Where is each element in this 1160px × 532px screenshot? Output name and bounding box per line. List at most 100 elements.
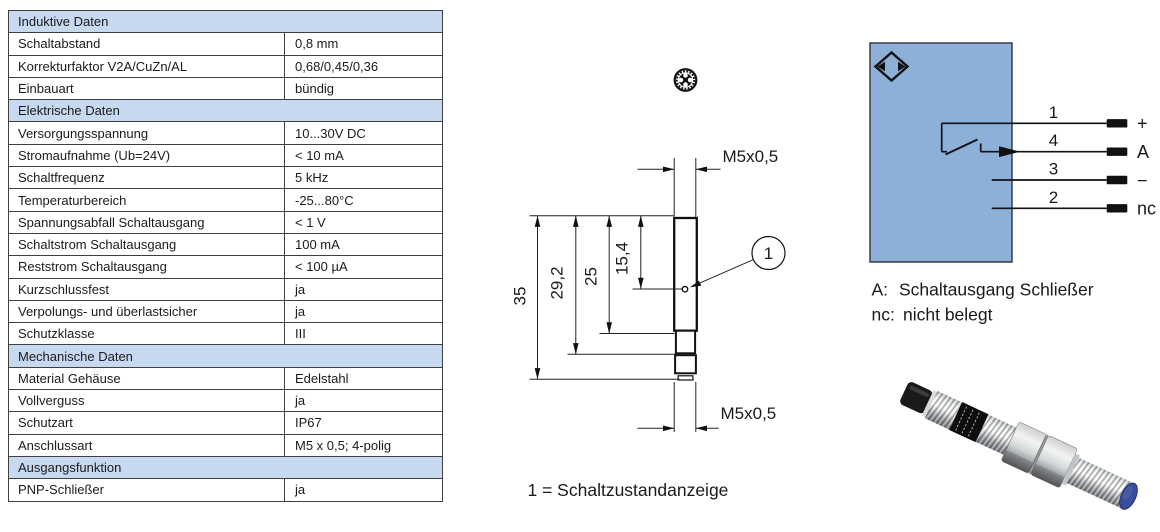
hex-nut-2 bbox=[1030, 435, 1078, 488]
spec-label-cell: Versorgungsspannung bbox=[8, 121, 285, 145]
pin-number-4: 4 bbox=[1049, 131, 1058, 150]
hex-nut-1 bbox=[1001, 422, 1046, 473]
table-row: Spannungsabfall Schaltausgang< 1 V bbox=[8, 210, 443, 234]
wiring-diagram: 1 4 3 2 + A − nc A: Schaltausgang Schlie… bbox=[869, 42, 1156, 325]
legend-nc-text: nicht belegt bbox=[903, 305, 993, 325]
legend-a-key: A: bbox=[872, 280, 889, 300]
spec-label-cell: Schutzart bbox=[8, 411, 285, 435]
dimension-lines bbox=[529, 215, 682, 380]
spec-value-cell: 0,68/0,45/0,36 bbox=[284, 54, 443, 78]
terminal-a: A bbox=[1137, 142, 1149, 162]
spec-value-cell: III bbox=[284, 322, 443, 346]
spec-value-cell: ja bbox=[284, 478, 443, 502]
spec-label-cell: Vollverguss bbox=[8, 389, 285, 413]
spec-value-cell: 10...30V DC bbox=[284, 121, 443, 145]
pin-number-2: 2 bbox=[1049, 188, 1058, 207]
thread-label-bottom: M5x0,5 bbox=[721, 404, 777, 423]
spec-value-cell: -25...80°C bbox=[284, 188, 443, 212]
dimension-29-2: 29,2 bbox=[548, 266, 567, 299]
led-indicator bbox=[681, 285, 689, 293]
spec-label-cell: Schaltstrom Schaltausgang bbox=[8, 232, 285, 257]
table-row: Reststrom Schaltausgang< 100 µA bbox=[8, 255, 443, 279]
terminal-minus: − bbox=[1137, 170, 1148, 190]
table-row: Stromaufnahme (Ub=24V)< 10 mA bbox=[8, 143, 443, 168]
sensor-product-photo bbox=[900, 382, 1138, 510]
pin-number-3: 3 bbox=[1049, 160, 1058, 179]
spec-value-cell: 5 kHz bbox=[284, 166, 443, 190]
spec-label-cell: Temperaturbereich bbox=[8, 188, 285, 212]
table-row: Temperaturbereich-25...80°C bbox=[8, 188, 443, 212]
spec-value-cell: < 100 µA bbox=[284, 255, 443, 279]
label-band bbox=[949, 402, 989, 443]
spec-value-cell: bündig bbox=[284, 76, 443, 101]
spec-label-cell: Spannungsabfall Schaltausgang bbox=[8, 210, 285, 234]
connector-end bbox=[900, 382, 933, 414]
spec-label-cell: Schaltfrequenz bbox=[8, 166, 285, 190]
spec-value-cell: ja bbox=[284, 277, 443, 301]
spec-label-cell: Kurzschlussfest bbox=[8, 277, 285, 301]
legend-a-text: Schaltausgang Schließer bbox=[899, 280, 1094, 300]
output-arrow bbox=[999, 146, 1020, 158]
section-title: Ausgangsfunktion bbox=[8, 455, 443, 480]
section-header-row: Induktive Daten bbox=[8, 9, 443, 34]
sensor-outline bbox=[673, 216, 698, 381]
m5-connector-face-icon bbox=[673, 68, 698, 92]
terminal-nc: nc bbox=[1137, 199, 1156, 219]
svg-text:1: 1 bbox=[764, 244, 773, 263]
legend-nc-key: nc: bbox=[872, 305, 895, 325]
spec-value-cell: ja bbox=[284, 389, 443, 413]
spec-label-cell: Verpolungs- und überlastsicher bbox=[8, 299, 285, 324]
callout-1: 1 bbox=[751, 235, 786, 271]
spec-label-cell: Reststrom Schaltausgang bbox=[8, 255, 285, 279]
spec-value-cell: IP67 bbox=[284, 411, 443, 435]
dimension-25: 25 bbox=[582, 267, 601, 286]
spec-label-cell: PNP-Schließer bbox=[8, 478, 285, 502]
spec-value-cell: ja bbox=[284, 299, 443, 324]
dimension-drawing: M5x0,5 35 29,2 25 15,4 1 bbox=[511, 68, 786, 500]
spec-label-cell: Korrekturfaktor V2A/CuZn/AL bbox=[8, 54, 285, 78]
spec-value-cell: M5 x 0,5; 4-polig bbox=[284, 433, 443, 457]
spec-label-cell: Stromaufnahme (Ub=24V) bbox=[8, 143, 285, 168]
spec-label-cell: Anschlussart bbox=[8, 433, 285, 457]
drawing-caption: 1 = Schaltzustandanzeige bbox=[528, 480, 729, 500]
spec-label-cell: Einbauart bbox=[8, 76, 285, 101]
sensing-face bbox=[1119, 482, 1138, 510]
spec-label-cell: Material Gehäuse bbox=[8, 366, 285, 391]
inductive-sensor-icon bbox=[873, 50, 910, 83]
thread-dimension-bottom bbox=[637, 382, 719, 432]
section-title: Elektrische Daten bbox=[8, 99, 443, 123]
spec-value-cell: Edelstahl bbox=[284, 366, 443, 391]
section-header-row: Mechanische Daten bbox=[8, 344, 443, 368]
terminal-plus: + bbox=[1137, 114, 1148, 134]
section-title: Induktive Daten bbox=[8, 9, 443, 34]
terminal-blocks bbox=[1106, 119, 1128, 213]
thread-dimension-top bbox=[637, 158, 721, 217]
spec-value-cell: 100 mA bbox=[284, 232, 443, 257]
pin-number-1: 1 bbox=[1049, 103, 1058, 122]
dimension-15-4: 15,4 bbox=[613, 242, 632, 275]
section-header-row: Elektrische Daten bbox=[8, 99, 443, 123]
spec-value-cell: < 10 mA bbox=[284, 143, 443, 168]
dimension-35: 35 bbox=[511, 287, 530, 306]
section-header-row: Ausgangsfunktion bbox=[8, 455, 443, 480]
spec-value-cell: < 1 V bbox=[284, 210, 443, 234]
thread-label-top: M5x0,5 bbox=[723, 147, 779, 166]
spec-label-cell: Schaltabstand bbox=[8, 32, 285, 56]
spec-value-cell: 0,8 mm bbox=[284, 32, 443, 56]
spec-label-cell: Schutzklasse bbox=[8, 322, 285, 346]
